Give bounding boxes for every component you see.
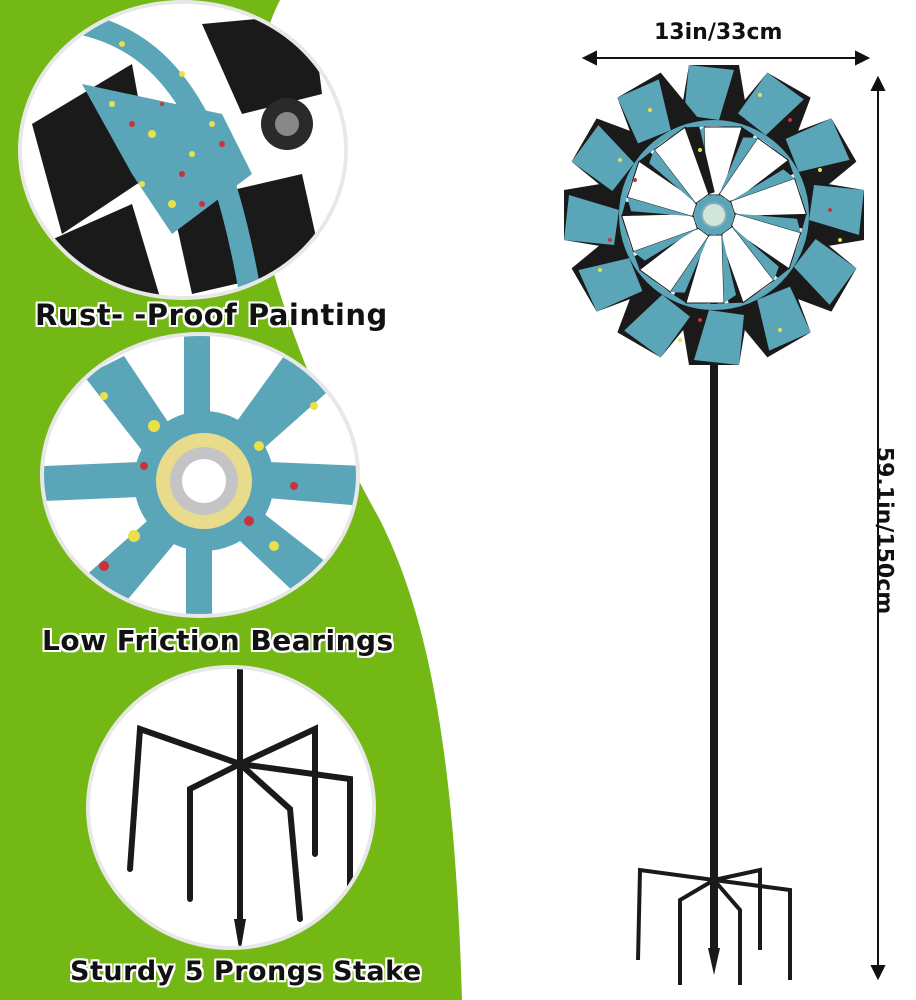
- height-dimension-label: 59.1in/150cm: [871, 446, 897, 615]
- stake-feature-label: Sturdy 5 Prongs Stake: [70, 956, 422, 987]
- inner-blade-ring: [617, 119, 811, 311]
- pole-tip: [708, 948, 720, 975]
- height-dimension-arrow: [870, 75, 886, 981]
- painting-closeup-photo: [18, 0, 348, 300]
- bearing-hub-illustration: [44, 336, 356, 614]
- painting-feature-label: Rust- -Proof Painting: [35, 298, 388, 332]
- spinner-stake-prongs: [636, 867, 792, 985]
- spinner-pole: [710, 215, 718, 950]
- stake-closeup-photo: [86, 665, 376, 950]
- width-dimension-label: 13in/33cm: [654, 20, 783, 45]
- width-dimension-arrow: [581, 50, 871, 66]
- bearing-closeup-photo: [40, 332, 360, 618]
- stake-prongs-illustration: [90, 669, 372, 946]
- bearings-feature-label: Low Friction Bearings: [42, 624, 394, 657]
- paint-specks: [598, 93, 842, 342]
